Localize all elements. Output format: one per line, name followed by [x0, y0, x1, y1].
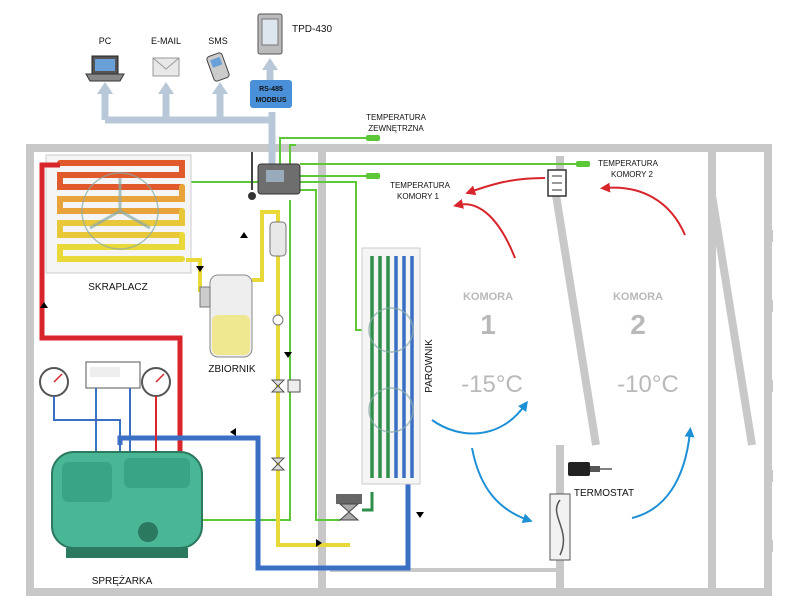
evaporator — [361, 247, 421, 485]
damper-box-icon — [547, 169, 567, 197]
hand-valve-icon — [270, 457, 286, 471]
panel-label: TPD-430 — [292, 24, 332, 35]
thermostat-icon — [568, 462, 612, 476]
sensor-probes — [366, 135, 590, 179]
thermostat-label: TERMOSTAT — [574, 488, 634, 499]
evaporator-label: PAROWNIK — [424, 339, 435, 393]
evaporator-return — [362, 492, 374, 512]
warm-airflow-arrows — [453, 177, 686, 259]
compressor — [51, 451, 203, 558]
tpd430-panel-icon — [257, 13, 283, 55]
filter-drier-icon — [269, 221, 287, 257]
room2-number: 2 — [630, 309, 646, 340]
sms-label: SMS — [208, 36, 228, 46]
condenser-label: SKRAPLACZ — [88, 282, 147, 293]
room2-temp-label-1: TEMPERATURA — [598, 159, 659, 168]
bus-line2: MODBUS — [255, 97, 286, 104]
pressure-switch-icon — [85, 361, 141, 470]
email-label: E-MAIL — [151, 36, 181, 46]
wall-dashes — [26, 170, 773, 552]
compressor-label: SPRĘŻARKA — [92, 574, 153, 587]
solenoid-valve-icon — [270, 379, 301, 393]
cold-airflow-arrows — [431, 400, 695, 524]
controller-icon — [248, 152, 301, 200]
sight-glass-icon — [272, 314, 284, 326]
pc-laptop-icon — [85, 55, 125, 82]
outdoor-temp-label-1: TEMPERATURA — [366, 113, 427, 122]
receiver-label: ZBIORNIK — [208, 364, 256, 375]
outdoor-temp-label-2: ZEWNĘTRZNA — [368, 124, 424, 133]
room1-temp-label-2: KOMORY 1 — [397, 192, 439, 201]
room1-number: 1 — [480, 309, 496, 340]
email-envelope-icon — [152, 57, 180, 77]
room2-label: KOMORA — [613, 291, 663, 303]
discharge-pipe-hot — [39, 162, 183, 460]
expansion-valve-icon — [336, 494, 362, 521]
flow-arrows — [40, 232, 424, 547]
room1-temperature: -15°C — [461, 371, 523, 398]
building-walls — [26, 144, 772, 596]
communication-bus — [101, 68, 276, 168]
room2-temp-label-2: KOMORY 2 — [611, 170, 653, 179]
bus-arrowheads — [97, 58, 278, 94]
room-fan-icon — [549, 493, 571, 561]
sms-phone-icon — [206, 52, 230, 82]
receiver-tank — [199, 274, 253, 358]
room2-temperature: -10°C — [617, 371, 679, 398]
room1-temp-label-1: TEMPERATURA — [390, 181, 451, 190]
pc-label: PC — [99, 36, 112, 46]
rs485-badge: RS-485 MODBUS — [250, 80, 292, 108]
bus-line1: RS-485 — [259, 86, 283, 93]
room1-label: KOMORA — [463, 291, 513, 303]
pressure-gauge-left-icon — [39, 367, 121, 452]
condenser — [45, 154, 192, 274]
